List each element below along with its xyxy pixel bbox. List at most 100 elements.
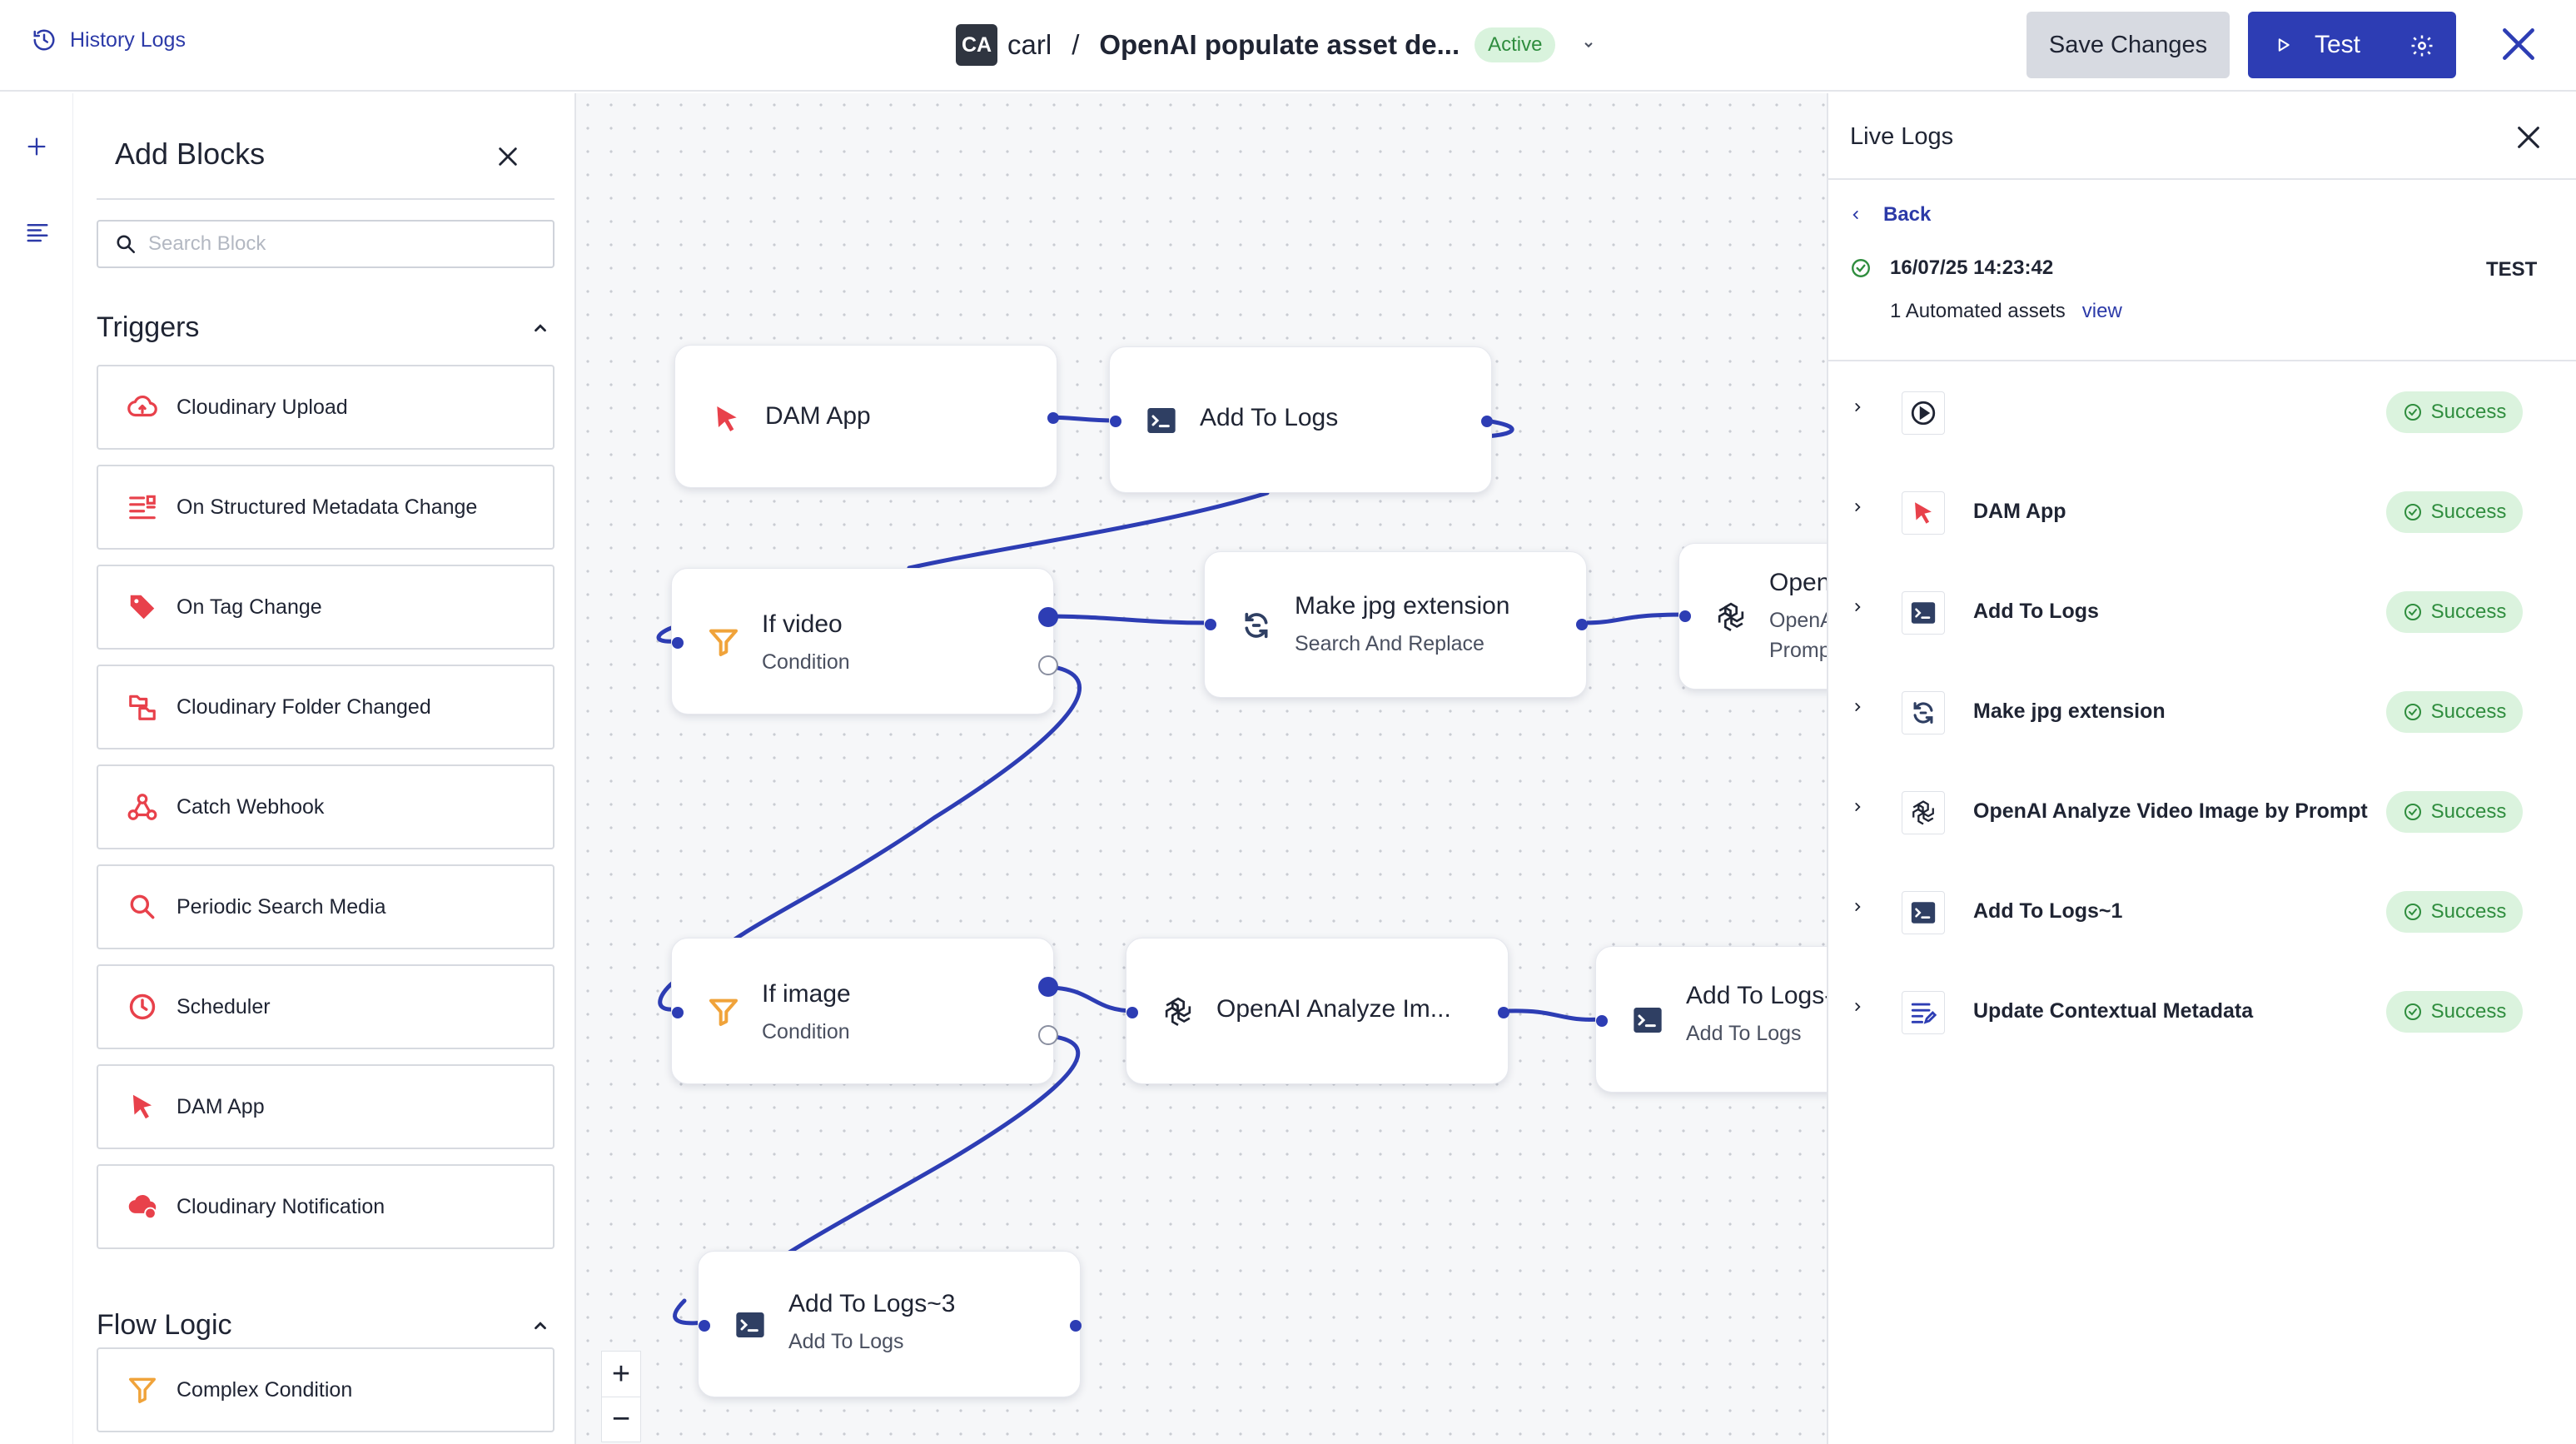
log-step[interactable]: OpenAI Analyze Video Image by Prompt Suc… [1828, 763, 2576, 863]
node-add-to-logs-partial[interactable]: Add To Logs- Add To Logs [1595, 946, 1827, 1093]
step-icon-box [1902, 491, 1945, 535]
node-subtitle: Condition [762, 650, 850, 674]
output-port[interactable] [1498, 1007, 1509, 1018]
block-dam-app[interactable]: DAM App [97, 1064, 554, 1149]
block-periodic-search-media[interactable]: Periodic Search Media [97, 864, 554, 949]
block-cloudinary-notification[interactable]: Cloudinary Notification [97, 1164, 554, 1249]
zoom-in-button[interactable]: + [611, 1356, 631, 1392]
true-port[interactable] [1038, 607, 1058, 627]
log-step[interactable]: Success [1828, 363, 2576, 463]
block-catch-webhook[interactable]: Catch Webhook [97, 764, 554, 849]
test-button[interactable]: Test [2248, 12, 2456, 78]
log-step[interactable]: DAM App Success [1828, 463, 2576, 563]
list-icon[interactable] [25, 220, 50, 245]
block-scheduler[interactable]: Scheduler [97, 964, 554, 1049]
edge-openai-to-logs [1504, 1008, 1604, 1022]
chevron-right-icon[interactable] [1852, 1001, 1863, 1013]
search-block-input[interactable] [148, 232, 540, 256]
output-port[interactable] [1481, 416, 1493, 427]
block-cloudinary-folder-changed[interactable]: Cloudinary Folder Changed [97, 665, 554, 749]
block-label: Periodic Search Media [177, 894, 386, 919]
true-port[interactable] [1038, 977, 1058, 997]
block-cloudinary-upload[interactable]: Cloudinary Upload [97, 365, 554, 450]
log-step[interactable]: Add To Logs~1 Success [1828, 863, 2576, 963]
workflow-canvas[interactable]: DAM App Add To Logs If video Condition M… [576, 93, 1827, 1444]
node-openai-analyze[interactable]: OpenAI Analyze Im... [1126, 938, 1509, 1084]
false-port[interactable] [1038, 1025, 1058, 1045]
node-if-video[interactable]: If video Condition [671, 568, 1058, 715]
replace-icon [1245, 612, 1268, 639]
zoom-out-button[interactable]: − [602, 1397, 640, 1442]
edge-jpg-to-openai [1578, 612, 1688, 625]
chevron-up-icon[interactable] [531, 1317, 550, 1335]
filter-icon [709, 998, 738, 1026]
workflow-title[interactable]: OpenAI populate asset de... [1099, 29, 1460, 60]
node-dam-app[interactable]: DAM App [674, 345, 1059, 488]
openai-icon [1165, 997, 1191, 1026]
section-triggers-title: Triggers [97, 311, 200, 343]
input-port[interactable] [672, 1007, 684, 1018]
breadcrumb-user[interactable]: carl [1007, 29, 1052, 60]
divider [1828, 360, 2576, 361]
input-port[interactable] [1126, 1007, 1138, 1018]
cursor-icon [132, 1094, 152, 1119]
view-link[interactable]: view [2081, 300, 2122, 322]
close-icon[interactable] [2514, 123, 2543, 152]
back-link[interactable]: Back [1850, 203, 1931, 227]
chevron-down-icon[interactable] [1580, 37, 1597, 53]
node-make-jpg-extension[interactable]: Make jpg extension Search And Replace [1204, 551, 1588, 698]
chevron-right-icon[interactable] [1852, 601, 1863, 613]
section-flow-logic[interactable]: Flow Logic [97, 1309, 554, 1342]
node-subtitle: Condition [762, 1020, 850, 1043]
gear-icon[interactable] [2409, 33, 2434, 58]
node-if-image[interactable]: If image Condition [671, 938, 1058, 1084]
block-label: DAM App [177, 1094, 265, 1118]
output-port[interactable] [1576, 619, 1588, 630]
node-openai-partial[interactable]: Open OpenA Promp [1678, 543, 1827, 690]
history-logs-link[interactable]: History Logs [32, 27, 186, 52]
log-step[interactable]: Make jpg extension Success [1828, 663, 2576, 763]
cursor-icon [717, 406, 737, 431]
input-port[interactable] [1679, 610, 1691, 622]
false-port[interactable] [1038, 655, 1058, 675]
log-step[interactable]: Add To Logs Success [1828, 563, 2576, 663]
search-block-field[interactable] [97, 220, 554, 268]
metadata-icon [129, 495, 156, 520]
zoom-controls: + − [601, 1351, 641, 1442]
block-on-structured-metadata-change[interactable]: On Structured Metadata Change [97, 465, 554, 550]
add-block-icon[interactable] [25, 135, 48, 158]
output-port[interactable] [1070, 1320, 1082, 1332]
status-text: Success [2430, 600, 2507, 623]
avatar: CA [956, 24, 997, 66]
node-title: Add To Logs~3 [788, 1290, 956, 1317]
openai-icon [1718, 602, 1744, 631]
chevron-right-icon[interactable] [1852, 401, 1863, 413]
input-port[interactable] [1205, 619, 1216, 630]
terminal-icon [1634, 1008, 1662, 1033]
chevron-right-icon[interactable] [1852, 701, 1863, 713]
section-triggers[interactable]: Triggers [97, 311, 554, 344]
input-port[interactable] [1110, 416, 1121, 427]
input-port[interactable] [699, 1320, 710, 1332]
save-changes-button[interactable]: Save Changes [2026, 12, 2230, 78]
status-text: Success [2430, 401, 2507, 423]
check-circle-icon [1852, 259, 1870, 277]
chevron-right-icon[interactable] [1852, 501, 1863, 513]
status-badge: Success [2386, 991, 2523, 1033]
node-add-to-logs[interactable]: Add To Logs [1109, 346, 1493, 493]
close-icon[interactable] [496, 145, 520, 168]
chevron-right-icon[interactable] [1852, 801, 1863, 813]
node-title: Add To Logs [1200, 404, 1339, 431]
step-icon-box [1902, 391, 1945, 435]
input-port[interactable] [1596, 1015, 1608, 1027]
input-port[interactable] [672, 637, 684, 649]
output-port[interactable] [1047, 412, 1059, 424]
block-complex-condition[interactable]: Complex Condition [97, 1347, 554, 1432]
log-step[interactable]: Update Contextual Metadata Success [1828, 963, 2576, 1063]
block-on-tag-change[interactable]: On Tag Change [97, 565, 554, 650]
chevron-right-icon[interactable] [1852, 901, 1863, 913]
close-icon[interactable] [2498, 23, 2539, 65]
clock-icon [129, 993, 156, 1020]
node-add-to-logs-3[interactable]: Add To Logs~3 Add To Logs [698, 1251, 1082, 1397]
chevron-up-icon[interactable] [531, 319, 550, 337]
